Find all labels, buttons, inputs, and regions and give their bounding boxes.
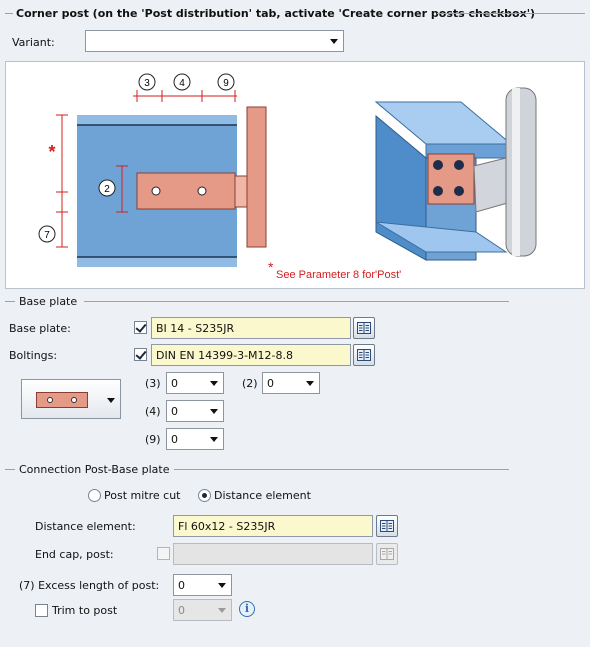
distance-element-value: Fl 60x12 - S235JR xyxy=(178,519,276,533)
connection-line-right xyxy=(174,469,509,470)
variant-label: Variant: xyxy=(12,36,55,49)
dim-circle-3 xyxy=(138,73,156,91)
dim-label-2: 2 xyxy=(104,184,110,195)
post-shape xyxy=(246,106,267,248)
section-title-connection: Connection Post-Base plate xyxy=(19,463,170,476)
catalog-icon xyxy=(380,548,394,560)
param-3-dropdown[interactable]: 0 xyxy=(166,372,224,394)
distance-element-radio[interactable] xyxy=(198,489,211,502)
excess-length-dropdown[interactable]: 0 xyxy=(173,574,232,596)
dim-circle-2 xyxy=(98,179,116,197)
variant-dropdown[interactable] xyxy=(85,30,344,52)
bolt-hole-right xyxy=(197,186,207,196)
catalog-icon xyxy=(357,349,371,361)
boltings-label: Boltings: xyxy=(9,349,58,362)
base-plate-value: BI 14 - S235JR xyxy=(156,321,235,335)
boltings-catalog-button[interactable] xyxy=(353,344,375,366)
header-line-right xyxy=(437,13,585,14)
trim-to-post-checkbox[interactable] xyxy=(35,604,48,617)
boltings-checkbox[interactable] xyxy=(134,348,147,361)
base-plate-checkbox[interactable] xyxy=(134,321,147,334)
trim-to-post-value: 0 xyxy=(178,603,185,617)
chevron-down-icon xyxy=(107,398,115,403)
chevron-down-icon xyxy=(218,583,226,588)
boltings-field[interactable]: DIN EN 14399-3-M12-8.8 xyxy=(151,344,351,366)
param-9-value: 0 xyxy=(171,432,178,446)
dim-label-4: 4 xyxy=(179,78,185,89)
param-label-2: (2) xyxy=(242,377,258,390)
end-cap-catalog-button[interactable] xyxy=(376,543,398,565)
distance-element-shape xyxy=(234,175,248,208)
end-cap-label: End cap, post: xyxy=(35,548,114,561)
distance3d xyxy=(473,157,512,213)
param-2-value: 0 xyxy=(267,376,274,390)
param-label-4: (4) xyxy=(145,405,161,418)
param-label-9: (9) xyxy=(145,433,161,446)
catalog-icon xyxy=(357,322,371,334)
beam3d-bottom-flange xyxy=(375,221,508,253)
dim-circle-7 xyxy=(38,225,56,243)
distance-element-label: Distance element: xyxy=(35,520,136,533)
diagram-panel: 3 4 9 * 2 7 * See Parameter 8 for'Post' xyxy=(5,61,585,289)
chevron-down-icon xyxy=(306,381,314,386)
trim-to-post-dropdown[interactable]: 0 xyxy=(173,599,232,621)
section-title-base-plate: Base plate xyxy=(19,295,78,308)
end-cap-field[interactable] xyxy=(173,543,373,565)
distance-element-radio-label: Distance element xyxy=(214,489,311,502)
beam-bottom-flange xyxy=(77,257,237,267)
param-4-value: 0 xyxy=(171,404,178,418)
end-cap-checkbox[interactable] xyxy=(157,547,170,560)
dim-asterisk: * xyxy=(48,142,55,162)
baseplate-line-left xyxy=(5,301,15,302)
chevron-down-icon xyxy=(210,381,218,386)
base-plate-catalog-button[interactable] xyxy=(353,317,375,339)
connection-line-left xyxy=(5,469,15,470)
post3d-highlight xyxy=(512,88,520,256)
distance-element-catalog-button[interactable] xyxy=(376,515,398,537)
bolt3d-2 xyxy=(454,160,464,170)
param-4-dropdown[interactable]: 0 xyxy=(166,400,224,422)
boltings-value: DIN EN 14399-3-M12-8.8 xyxy=(156,348,293,362)
chevron-down-icon xyxy=(210,409,218,414)
dim-circle-9 xyxy=(217,73,235,91)
dim-circle-4 xyxy=(173,73,191,91)
post3d xyxy=(505,87,537,257)
bolt-hole-left xyxy=(151,186,161,196)
note-text: See Parameter 8 for'Post' xyxy=(276,269,401,281)
info-icon[interactable]: i xyxy=(239,601,255,617)
excess-length-value: 0 xyxy=(178,578,185,592)
base-plate-field[interactable]: BI 14 - S235JR xyxy=(151,317,351,339)
param-2-dropdown[interactable]: 0 xyxy=(262,372,320,394)
param-3-value: 0 xyxy=(171,376,178,390)
note-asterisk: * xyxy=(268,259,274,275)
bolt3d-1 xyxy=(433,160,443,170)
baseplate-line-right xyxy=(84,301,509,302)
plate-type-dropdown[interactable] xyxy=(21,379,121,419)
param-9-dropdown[interactable]: 0 xyxy=(166,428,224,450)
header-line-left xyxy=(5,13,13,14)
param-label-3: (3) xyxy=(145,377,161,390)
excess-length-label: (7) Excess length of post: xyxy=(19,579,160,592)
distance-element-field[interactable]: Fl 60x12 - S235JR xyxy=(173,515,373,537)
corner-post-diagram: 3 4 9 * 2 7 * See Parameter 8 for'Post' xyxy=(38,73,537,281)
bolt3d-3 xyxy=(433,186,443,196)
bolt3d-4 xyxy=(454,186,464,196)
section-title-corner-post: Corner post (on the 'Post distribution' … xyxy=(16,7,536,20)
dim-label-3: 3 xyxy=(144,78,150,89)
plate-hole-right xyxy=(71,397,77,403)
post-mitre-cut-label: Post mitre cut xyxy=(104,489,181,502)
dim-label-7: 7 xyxy=(44,230,50,241)
beam-top-flange xyxy=(77,115,237,125)
post-mitre-cut-radio[interactable] xyxy=(88,489,101,502)
catalog-icon xyxy=(380,520,394,532)
chevron-down-icon xyxy=(330,39,338,44)
chevron-down-icon xyxy=(218,608,226,613)
dim-label-9: 9 xyxy=(223,78,229,89)
plate-preview-icon xyxy=(36,392,88,408)
corner-3d-view xyxy=(374,87,537,261)
plate-hole-left xyxy=(47,397,53,403)
chevron-down-icon xyxy=(210,437,218,442)
base-plate-label: Base plate: xyxy=(9,322,71,335)
trim-to-post-label: Trim to post xyxy=(52,604,118,617)
